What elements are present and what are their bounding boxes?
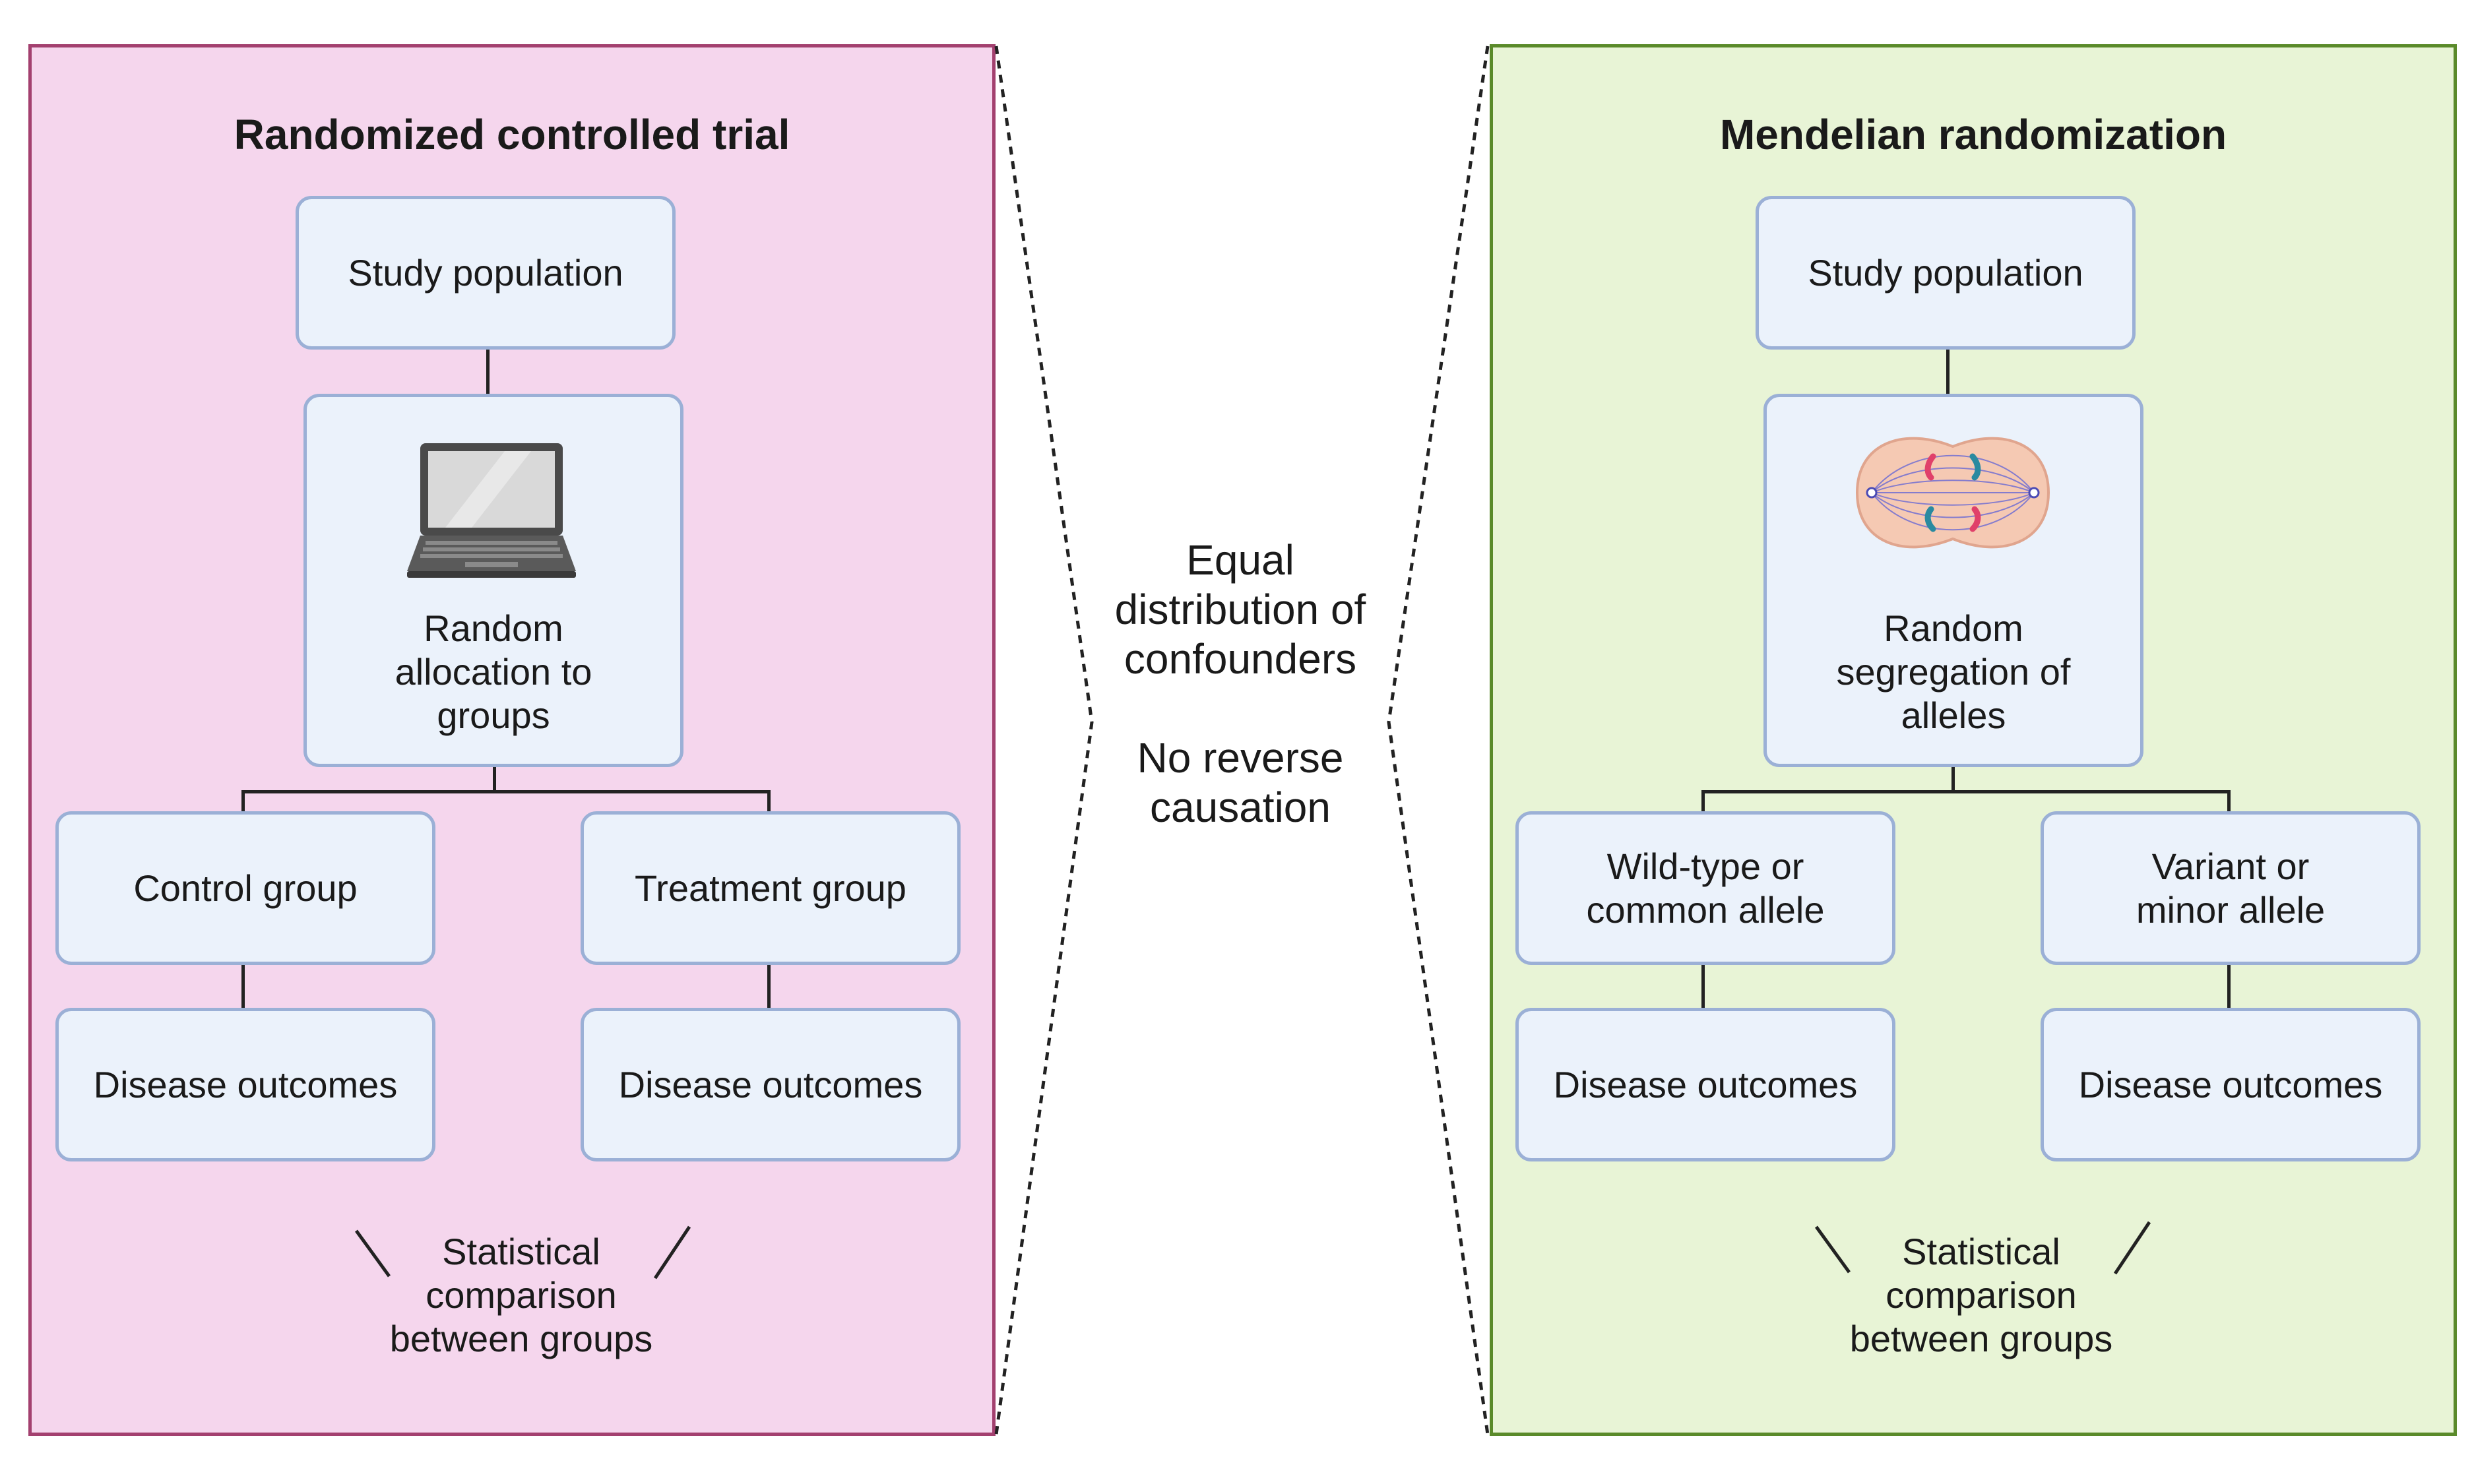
rct-connector-left-outcome: [241, 961, 245, 1009]
mr-connector-mid: [1951, 765, 1955, 791]
rct-slash-left: [354, 1229, 391, 1278]
rct-title: Randomized controlled trial: [234, 111, 790, 158]
rct-statistical-comparison: Statistical comparison between groups: [356, 1230, 686, 1361]
mr-statistical-comparison: Statistical comparison between groups: [1816, 1230, 2146, 1361]
rct-branch-left: [241, 790, 245, 813]
mr-connector-left-outcome: [1701, 961, 1705, 1009]
mr-wild-type-line1: Wild-type or: [1606, 845, 1804, 887]
rct-study-population-box: Study population: [296, 196, 676, 350]
rct-control-group-label: Control group: [133, 867, 358, 909]
rct-branch-right: [767, 790, 771, 813]
rct-branch-horizontal: [241, 790, 771, 793]
mr-left-outcome-label: Disease outcomes: [1553, 1063, 1858, 1105]
rct-random-allocation-box: Random allocation to groups: [303, 394, 683, 767]
rct-left-outcome-label: Disease outcomes: [93, 1063, 398, 1105]
center-line3: confounders: [1124, 635, 1357, 683]
mr-random-line1: Random: [1884, 607, 2023, 649]
mr-variant-line1: Variant or: [2151, 845, 2310, 887]
rct-treatment-group-box: Treatment group: [581, 811, 961, 965]
center-line4: No reverse: [1137, 734, 1344, 782]
mr-branch-horizontal: [1701, 790, 2231, 793]
rct-stat-line1: Statistical: [442, 1231, 600, 1272]
mr-wild-type-line2: common allele: [1586, 888, 1825, 931]
left-dotted-callout: [994, 46, 1094, 1435]
rct-stat-line3: between groups: [389, 1318, 653, 1359]
mr-right-outcome-box: Disease outcomes: [2041, 1008, 2421, 1161]
cell-division-icon: [1855, 437, 2050, 549]
mr-variant-box: Variant or minor allele: [2041, 811, 2421, 965]
mr-stat-line3: between groups: [1849, 1318, 2113, 1359]
mr-title: Mendelian randomization: [1719, 111, 2227, 158]
mr-slash-left: [1814, 1225, 1851, 1274]
mr-random-line3: alleles: [1901, 695, 2006, 736]
right-dotted-callout: [1387, 46, 1490, 1435]
mr-stat-line1: Statistical: [1902, 1231, 2060, 1272]
rct-connector-right-outcome: [767, 961, 771, 1009]
mr-left-outcome-box: Disease outcomes: [1515, 1008, 1895, 1161]
center-statement-reverse-causation: No reverse causation: [1075, 733, 1405, 832]
rct-connector-top: [486, 348, 490, 395]
mr-slash-right: [2113, 1221, 2151, 1275]
rct-study-population-label: Study population: [348, 251, 623, 294]
mr-study-population-box: Study population: [1756, 196, 2136, 350]
mr-right-outcome-label: Disease outcomes: [2078, 1063, 2383, 1105]
rct-right-outcome-box: Disease outcomes: [581, 1008, 961, 1161]
center-line5: causation: [1150, 784, 1331, 831]
laptop-icon: [407, 443, 576, 578]
center-line1: Equal: [1186, 536, 1294, 584]
center-statement-confounders: Equal distribution of confounders: [1075, 536, 1405, 684]
rct-right-outcome-label: Disease outcomes: [618, 1063, 923, 1105]
rct-control-group-box: Control group: [55, 811, 435, 965]
mr-branch-right: [2227, 790, 2231, 813]
rct-random-line2: allocation to: [395, 651, 592, 693]
rct-random-line3: groups: [437, 695, 550, 736]
mr-stat-line2: comparison: [1886, 1274, 2077, 1316]
rct-connector-mid: [493, 765, 496, 791]
mr-random-segregation-box: Random segregation of alleles: [1763, 394, 2143, 767]
rct-treatment-group-label: Treatment group: [635, 867, 906, 909]
mr-branch-left: [1701, 790, 1705, 813]
mr-study-population-label: Study population: [1808, 251, 2083, 294]
mr-random-line2: segregation of: [1836, 651, 2071, 693]
mr-connector-top: [1946, 348, 1950, 395]
mr-wild-type-box: Wild-type or common allele: [1515, 811, 1895, 965]
rct-left-outcome-box: Disease outcomes: [55, 1008, 435, 1161]
rct-slash-right: [653, 1225, 691, 1280]
rct-random-line1: Random: [424, 607, 563, 649]
center-line2: distribution of: [1114, 586, 1366, 633]
mr-variant-line2: minor allele: [2136, 888, 2326, 931]
mr-connector-right-outcome: [2227, 961, 2231, 1009]
rct-stat-line2: comparison: [426, 1274, 617, 1316]
